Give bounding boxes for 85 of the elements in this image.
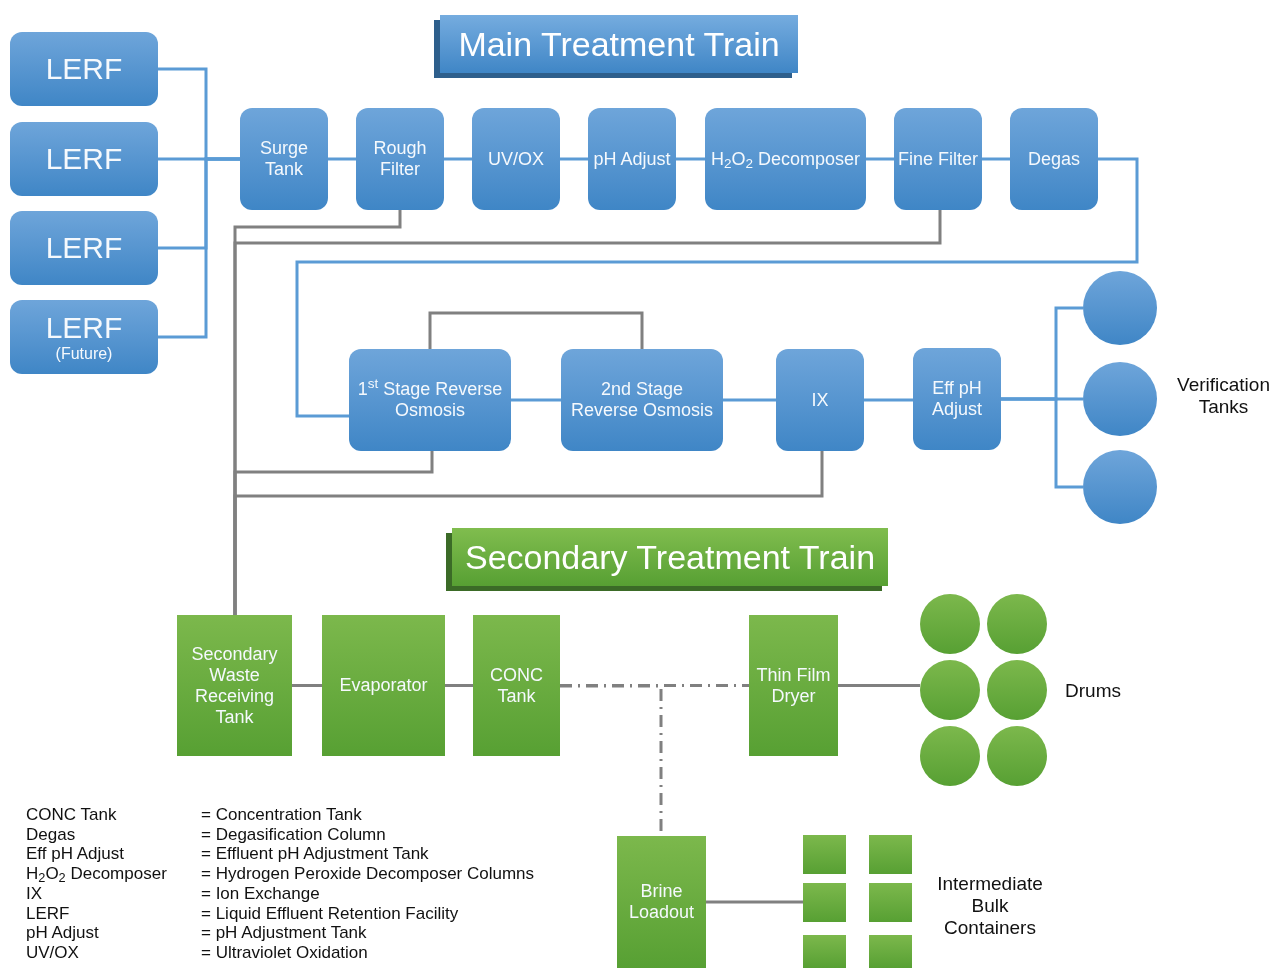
process-box xyxy=(177,615,292,756)
process-box xyxy=(356,108,444,210)
definition-text: = pH Adjustment Tank xyxy=(201,923,367,943)
connector-line xyxy=(838,684,920,687)
node-label: Brine Loadout xyxy=(627,881,696,923)
connector-line xyxy=(158,157,240,339)
process-box xyxy=(10,122,158,196)
node-label: 2nd Stage Reverse Osmosis xyxy=(570,379,714,421)
connector-line xyxy=(444,157,472,161)
node-label: IX xyxy=(811,389,829,411)
node-label: UV/OX xyxy=(488,148,544,170)
definition-text: = Effluent pH Adjustment Tank xyxy=(201,844,429,864)
connector-line xyxy=(560,684,749,687)
process-box xyxy=(10,211,158,285)
node-label: Fine Filter xyxy=(898,148,978,170)
process-box xyxy=(10,300,158,374)
connector-line xyxy=(866,157,894,161)
node-label: (Future) xyxy=(55,345,113,363)
abbreviation-text: H$_{2}$O$_{2}$ Decomposer xyxy=(26,864,167,884)
container-square xyxy=(803,883,846,922)
process-box xyxy=(240,108,328,210)
process-box xyxy=(561,349,723,451)
definition-text: = Hydrogen Peroxide Decomposer Columns xyxy=(201,864,535,884)
connector-line xyxy=(292,684,322,687)
definition-text: = Ion Exchange xyxy=(201,883,320,903)
definition-text: = Ultraviolet Oxidation xyxy=(201,942,368,962)
process-box xyxy=(913,348,1001,450)
node-label: Evaporator xyxy=(339,675,428,696)
process-box xyxy=(1010,108,1098,210)
connector-line xyxy=(723,398,776,402)
connector-line xyxy=(706,900,803,904)
process-box xyxy=(349,349,511,451)
node-label: H$_{2}$O$_{2}$ Decomposer xyxy=(710,148,861,170)
node-label: Secondary Waste Receiving Tank xyxy=(190,643,279,728)
abbreviation-text: CONC Tank xyxy=(26,805,117,824)
abbreviation-text: Degas xyxy=(26,824,76,844)
connector-line xyxy=(864,398,913,402)
node-label: LERF xyxy=(45,231,123,265)
connector-line xyxy=(560,157,588,161)
node-label: CONC Tank xyxy=(489,664,544,707)
connector-line xyxy=(445,684,473,687)
node-label: Rough Filter xyxy=(372,138,428,180)
container-square xyxy=(869,883,912,922)
definition-text: = Liquid Effluent Retention Facility xyxy=(201,903,459,923)
process-box xyxy=(473,615,560,756)
node-label: LERF xyxy=(45,52,123,86)
node-label: Thin Film Dryer xyxy=(755,664,832,707)
connector-line xyxy=(233,451,824,615)
container-square xyxy=(803,935,846,968)
node-label: Eff pH Adjust xyxy=(931,378,983,420)
group-label: Drums xyxy=(1064,679,1122,703)
process-box xyxy=(588,108,676,210)
connector-line xyxy=(328,157,356,161)
process-box xyxy=(776,349,864,451)
node-label: pH Adjust xyxy=(593,148,671,170)
connector-line xyxy=(1001,397,1083,489)
abbreviation-text: UV/OX xyxy=(26,942,79,962)
container-square xyxy=(869,935,912,968)
connector-line xyxy=(676,157,705,161)
connector-line xyxy=(511,398,561,402)
group-label: Verification Tanks xyxy=(1176,373,1271,419)
group-label: Intermediate Bulk Containers xyxy=(936,872,1044,940)
definition-text: = Degasification Column xyxy=(201,824,386,844)
abbreviation-text: pH Adjust xyxy=(26,923,99,943)
process-box xyxy=(322,615,445,756)
process-box xyxy=(749,615,838,756)
node-label: Surge Tank xyxy=(258,138,309,180)
process-box xyxy=(705,108,866,210)
connector-line xyxy=(428,311,644,349)
connector-line xyxy=(295,157,1139,418)
node-label: LERF xyxy=(45,142,123,176)
abbreviation-text: Eff pH Adjust xyxy=(26,844,124,864)
process-box xyxy=(617,836,706,968)
definition-text: = Concentration Tank xyxy=(201,805,362,824)
container-square xyxy=(869,835,912,874)
node-label: LERF xyxy=(45,311,123,345)
abbreviation-text: LERF xyxy=(26,903,70,923)
container-square xyxy=(803,835,846,874)
process-box xyxy=(10,32,158,106)
node-label: Degas xyxy=(1028,148,1080,170)
node-label: 1$^{st}$ Stage Reverse Osmosis xyxy=(356,379,504,421)
abbreviation-text: IX xyxy=(26,883,43,903)
connector-line xyxy=(982,157,1010,161)
process-box xyxy=(894,108,982,210)
process-box xyxy=(472,108,560,210)
